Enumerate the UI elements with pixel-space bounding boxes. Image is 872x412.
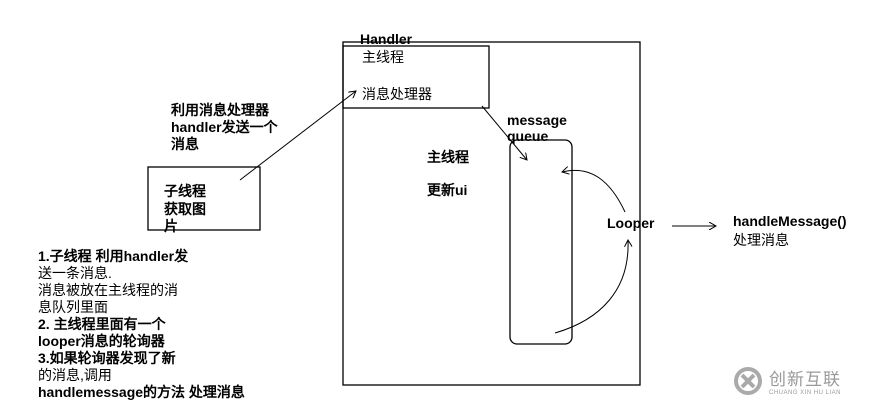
- queue-label-2: queue: [507, 128, 549, 144]
- note-line: 1.子线程 利用handler发: [38, 248, 189, 264]
- child-line-3: 片: [164, 218, 178, 234]
- watermark-logo-icon: [734, 366, 762, 395]
- handle-message-label: handleMessage(): [733, 213, 847, 229]
- note-line: 送一条消息.: [38, 265, 112, 281]
- note-line: 消息被放在主线程的消: [38, 282, 178, 298]
- send-label-3: 消息: [171, 136, 199, 152]
- send-label-1: 利用消息处理器: [171, 102, 269, 118]
- note-line: 3.如果轮询器发现了新: [38, 350, 176, 366]
- notes: 1.子线程 利用handler发 送一条消息. 消息被放在主线程的消 息队列里面…: [38, 248, 245, 401]
- looper-down-arrow: [554, 240, 628, 334]
- note-line: looper消息的轮询器: [38, 333, 165, 349]
- handler-box: [342, 45, 490, 109]
- note-line: 的消息,调用: [38, 367, 112, 383]
- looper-up-arrow: [562, 170, 626, 213]
- note-line: 2. 主线程里面有一个: [38, 316, 166, 332]
- child-line-1: 子线程: [164, 183, 206, 199]
- handler-title: Handler: [360, 31, 413, 47]
- note-line: 息队列里面: [38, 299, 108, 315]
- send-label-2: handler发送一个: [171, 119, 278, 135]
- watermark-pinyin: CHUANG XIN HU LIAN: [769, 390, 842, 396]
- update-ui-label: 更新ui: [427, 182, 468, 198]
- main-thread-label: 主线程: [427, 149, 469, 165]
- looper-label: Looper: [607, 215, 655, 231]
- watermark-name: 创新互联: [769, 370, 841, 389]
- send-arrow: [239, 91, 356, 181]
- message-queue-box: [509, 139, 573, 345]
- handle-message-desc: 处理消息: [733, 232, 789, 248]
- child-thread-box: [147, 166, 261, 231]
- enqueue-arrow: [481, 105, 527, 160]
- handler-main-thread: 主线程: [362, 49, 404, 65]
- child-line-2: 获取图: [164, 201, 206, 217]
- handler-processor: 消息处理器: [362, 86, 432, 102]
- main-thread-box: [342, 41, 641, 386]
- queue-label-1: message: [507, 112, 567, 128]
- note-line: handlemessage的方法 处理消息: [38, 384, 245, 400]
